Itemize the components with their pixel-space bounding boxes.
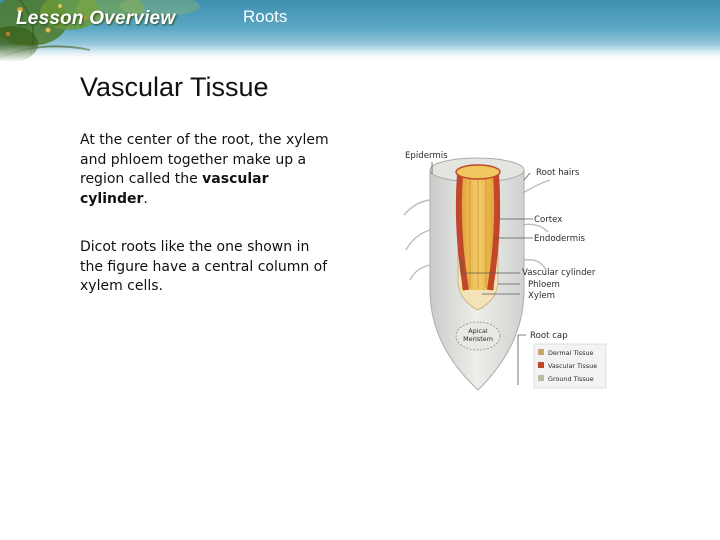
phloem-strand-right — [487, 173, 501, 291]
legend-vascular-label: Vascular Tissue — [548, 362, 597, 370]
legend-ground-label: Ground Tissue — [548, 375, 594, 383]
lesson-overview-title: Lesson Overview — [16, 8, 176, 29]
legend-swatch-vascular — [538, 362, 544, 368]
phloem-strand-left — [455, 173, 469, 291]
slide-title: Vascular Tissue — [80, 72, 269, 102]
paragraph1-end: . — [143, 190, 148, 207]
root-diagram: Apical Meristem Epidermis Root hairs Cor… — [403, 151, 607, 391]
label-phloem: Phloem — [528, 280, 560, 290]
label-root-hairs: Root hairs — [536, 168, 580, 178]
label-root-cap: Root cap — [530, 331, 568, 341]
paragraph1-text: At the center of the root, the xylem and… — [80, 132, 329, 187]
label-vascular-cylinder: Vascular cylinder — [522, 268, 596, 278]
label-cortex: Cortex — [534, 215, 562, 225]
legend-swatch-dermal — [538, 349, 544, 355]
vascular-cylinder-term: vascular cylinder — [80, 171, 269, 207]
label-epidermis: Epidermis — [405, 151, 448, 161]
label-endodermis: Endodermis — [534, 234, 585, 244]
paragraph-dicot-roots: Dicot roots like the one shown in the fi… — [80, 239, 328, 294]
header-banner: Lesson Overview Roots — [0, 0, 720, 62]
section-title: Roots — [243, 7, 288, 26]
paragraph-vascular-cylinder: At the center of the root, the xylem and… — [80, 131, 332, 209]
label-xylem: Xylem — [528, 291, 555, 301]
tissue-legend: Dermal Tissue Vascular Tissue Ground Tis… — [533, 343, 607, 389]
legend-dermal-label: Dermal Tissue — [548, 349, 594, 357]
legend-swatch-ground — [538, 375, 544, 381]
apical-label: Apical — [468, 327, 488, 335]
apical-meristem — [455, 321, 501, 351]
meristem-label: Meristem — [463, 335, 493, 343]
